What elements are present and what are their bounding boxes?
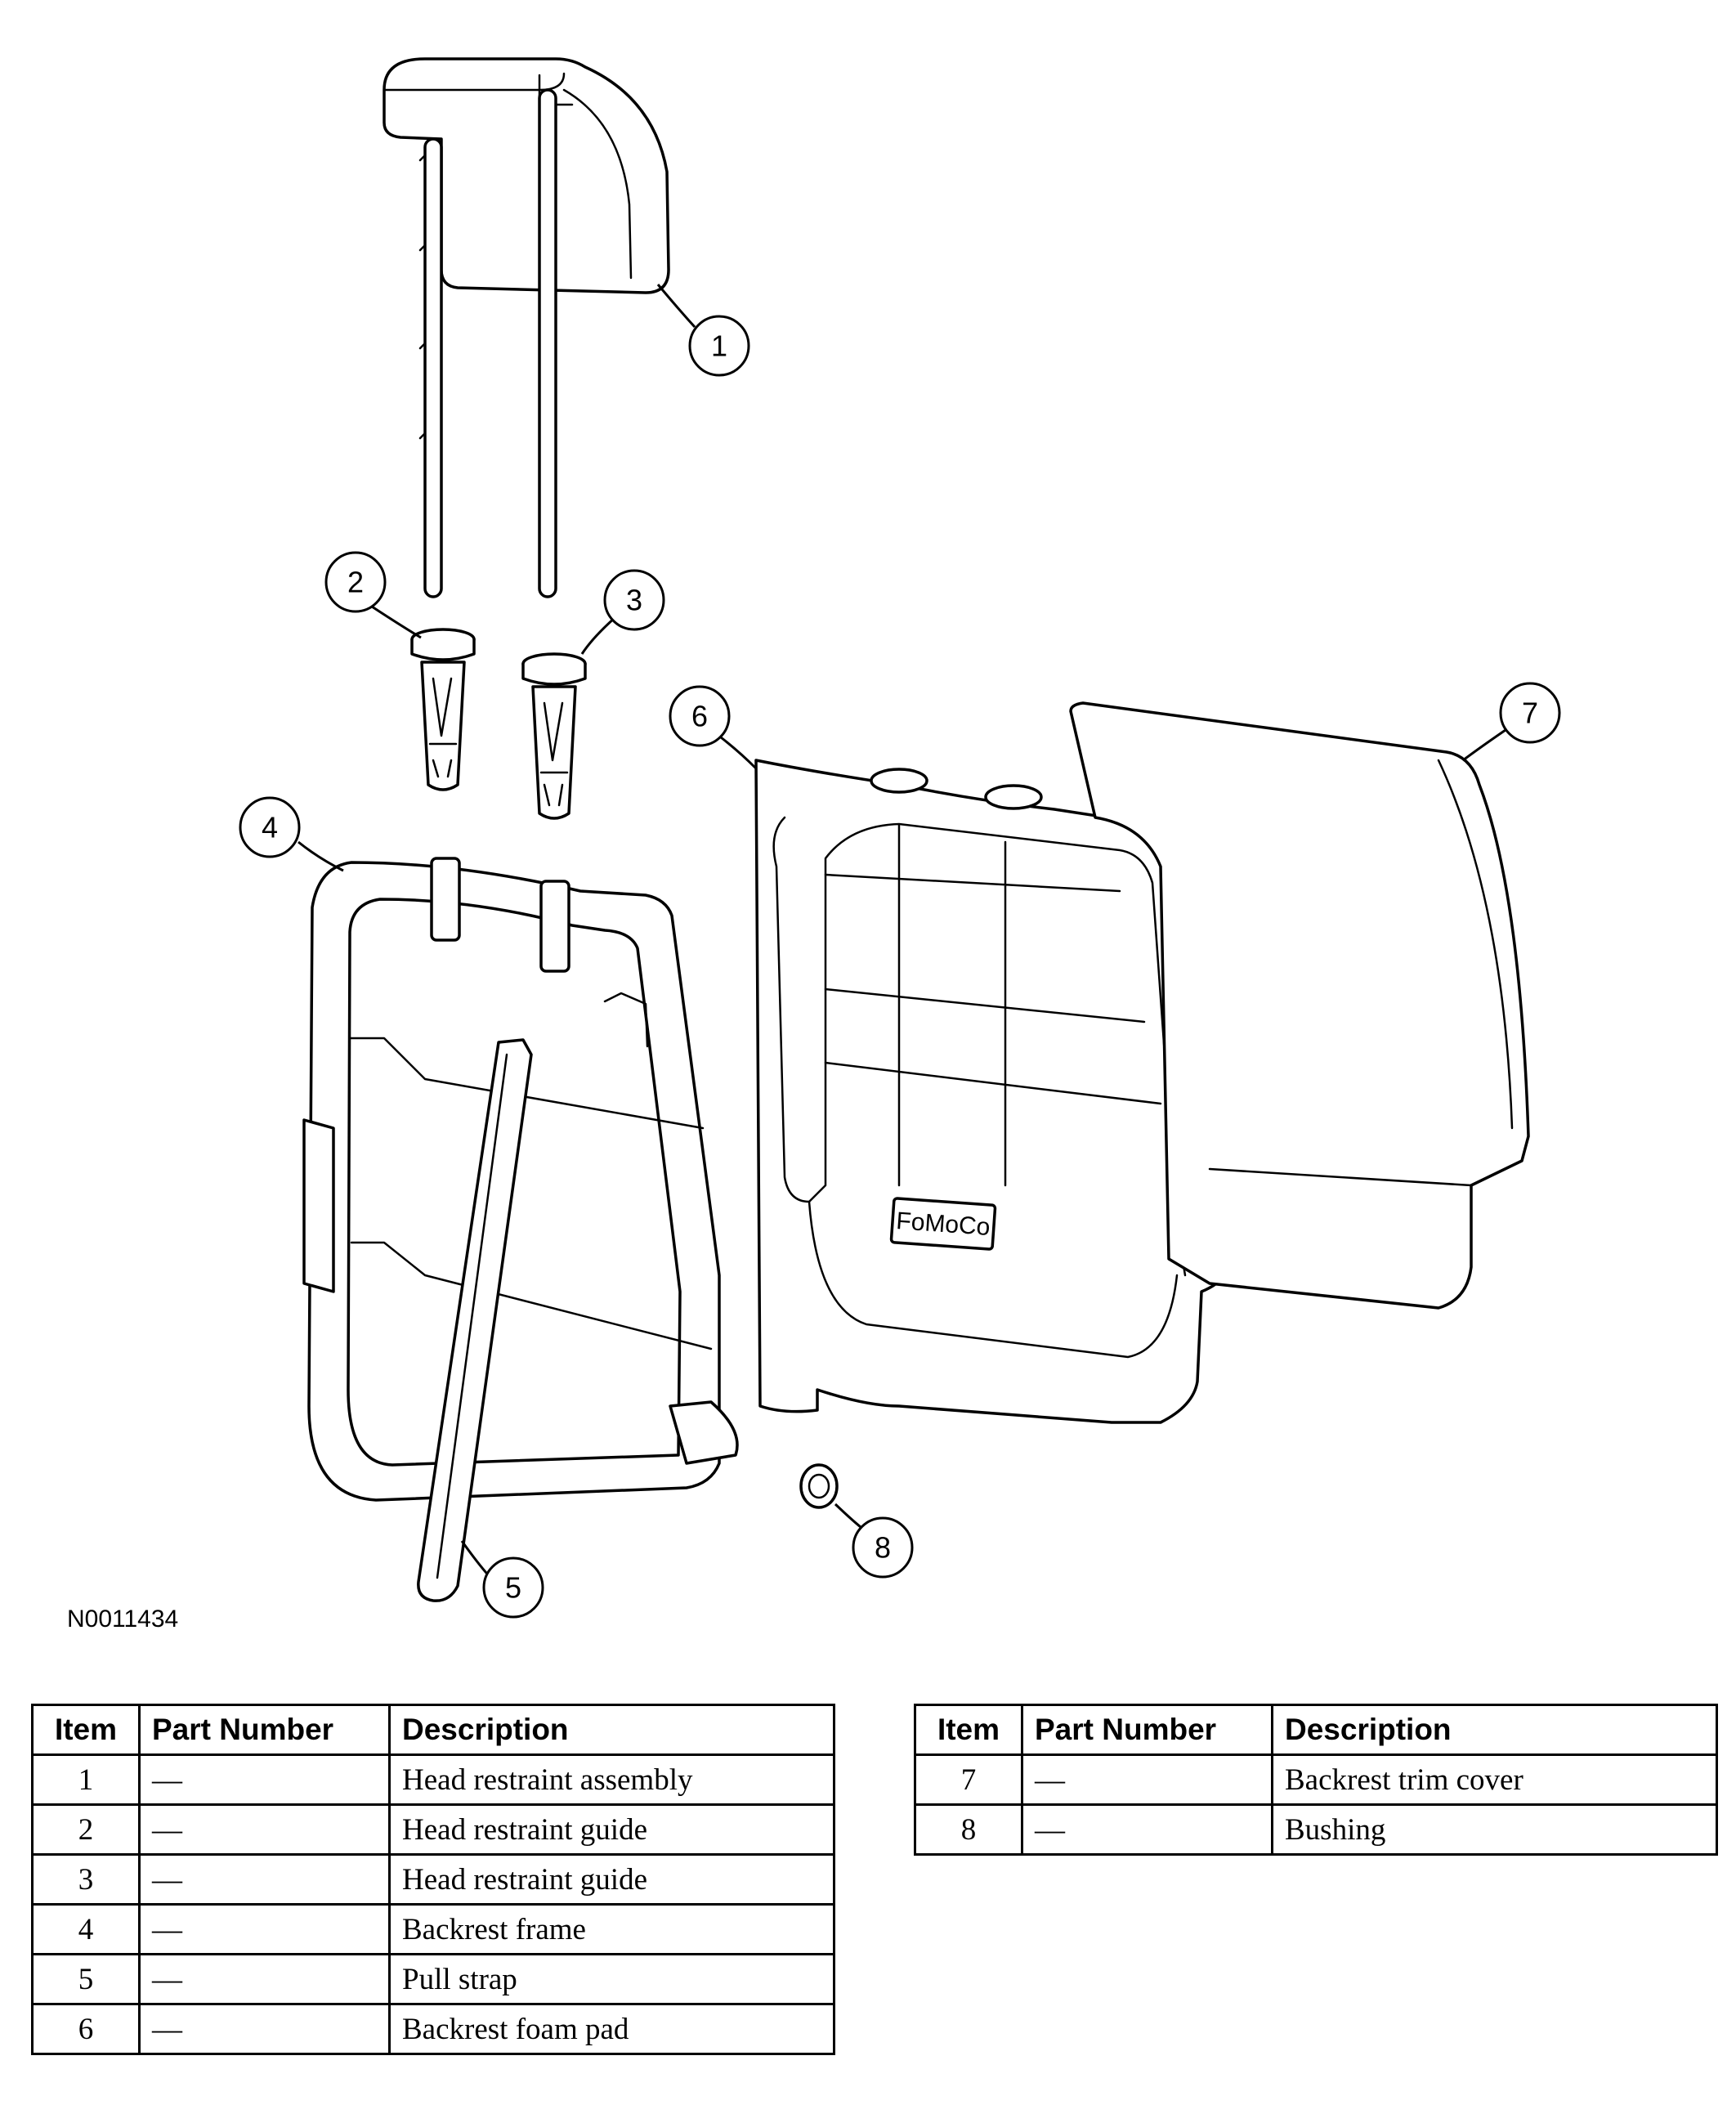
table-row: 8—Bushing [914, 1803, 1718, 1856]
head-restraint-guide-right-drawing [521, 652, 587, 820]
cell-part-number: — [1021, 1753, 1273, 1806]
col-header-part-number: Part Number [138, 1704, 391, 1756]
callout-6: 6 [669, 685, 731, 747]
table-row: 6—Backrest foam pad [31, 2003, 835, 2055]
cell-item: 7 [914, 1753, 1023, 1806]
cell-description: Backrest trim cover [1271, 1753, 1718, 1806]
cell-item: 5 [31, 1953, 141, 2005]
figure-id: N0011434 [67, 1606, 179, 1633]
table-row: 1—Head restraint assembly [31, 1753, 835, 1806]
svg-text:3: 3 [626, 584, 642, 617]
bushing-drawing [799, 1463, 839, 1509]
table-row: 5—Pull strap [31, 1953, 835, 2005]
table-header-row: Item Part Number Description [31, 1704, 835, 1756]
cell-part-number: — [138, 1953, 391, 2005]
cell-description: Head restraint assembly [388, 1753, 835, 1806]
parts-table-left: Item Part Number Description 1—Head rest… [31, 1704, 835, 2055]
cell-item: 6 [31, 2003, 141, 2055]
svg-text:8: 8 [875, 1531, 891, 1565]
cell-item: 1 [31, 1753, 141, 1806]
table-row: 7—Backrest trim cover [914, 1753, 1718, 1806]
svg-text:5: 5 [505, 1571, 521, 1605]
cell-description: Backrest frame [388, 1903, 835, 1955]
svg-text:6: 6 [691, 700, 708, 733]
backrest-frame-drawing [302, 857, 739, 1502]
cell-part-number: — [138, 2003, 391, 2055]
parts-table-right: Item Part Number Description 7—Backrest … [914, 1704, 1718, 1856]
callout-3: 3 [603, 569, 665, 631]
table-row: 2—Head restraint guide [31, 1803, 835, 1856]
callout-4: 4 [239, 796, 301, 858]
cell-part-number: — [1021, 1803, 1273, 1856]
svg-text:7: 7 [1522, 696, 1538, 730]
col-header-description: Description [1271, 1704, 1718, 1756]
head-restraint-assembly-drawing [383, 57, 670, 598]
col-header-description: Description [388, 1704, 835, 1756]
cell-description: Head restraint guide [388, 1803, 835, 1856]
cell-item: 8 [914, 1803, 1023, 1856]
col-header-item: Item [31, 1704, 141, 1756]
callout-8: 8 [852, 1516, 914, 1579]
col-header-part-number: Part Number [1021, 1704, 1273, 1756]
cell-part-number: — [138, 1903, 391, 1955]
svg-text:4: 4 [262, 811, 278, 844]
callout-7: 7 [1499, 682, 1561, 744]
cell-part-number: — [138, 1803, 391, 1856]
col-header-item: Item [914, 1704, 1023, 1756]
table-row: 3—Head restraint guide [31, 1853, 835, 1906]
svg-text:2: 2 [347, 566, 364, 599]
cell-part-number: — [138, 1853, 391, 1906]
cell-item: 2 [31, 1803, 141, 1856]
exploded-view-illustration: FoMoCo 1 2 3 4 5 6 7 8 [239, 57, 1561, 1619]
cell-description: Pull strap [388, 1953, 835, 2005]
head-restraint-guide-left-drawing [410, 628, 476, 791]
cell-description: Backrest foam pad [388, 2003, 835, 2055]
pull-strap-drawing [417, 1038, 533, 1602]
callout-1: 1 [688, 315, 750, 377]
cell-description: Head restraint guide [388, 1853, 835, 1906]
cell-item: 4 [31, 1903, 141, 1955]
svg-text:1: 1 [711, 329, 727, 363]
table-header-row: Item Part Number Description [914, 1704, 1718, 1756]
backrest-trim-cover-drawing [1069, 701, 1530, 1310]
callout-5: 5 [482, 1556, 544, 1619]
cell-description: Bushing [1271, 1803, 1718, 1856]
callout-2: 2 [324, 551, 387, 613]
table-row: 4—Backrest frame [31, 1903, 835, 1955]
fomoco-logo: FoMoCo [895, 1207, 991, 1241]
cell-part-number: — [138, 1753, 391, 1806]
cell-item: 3 [31, 1853, 141, 1906]
